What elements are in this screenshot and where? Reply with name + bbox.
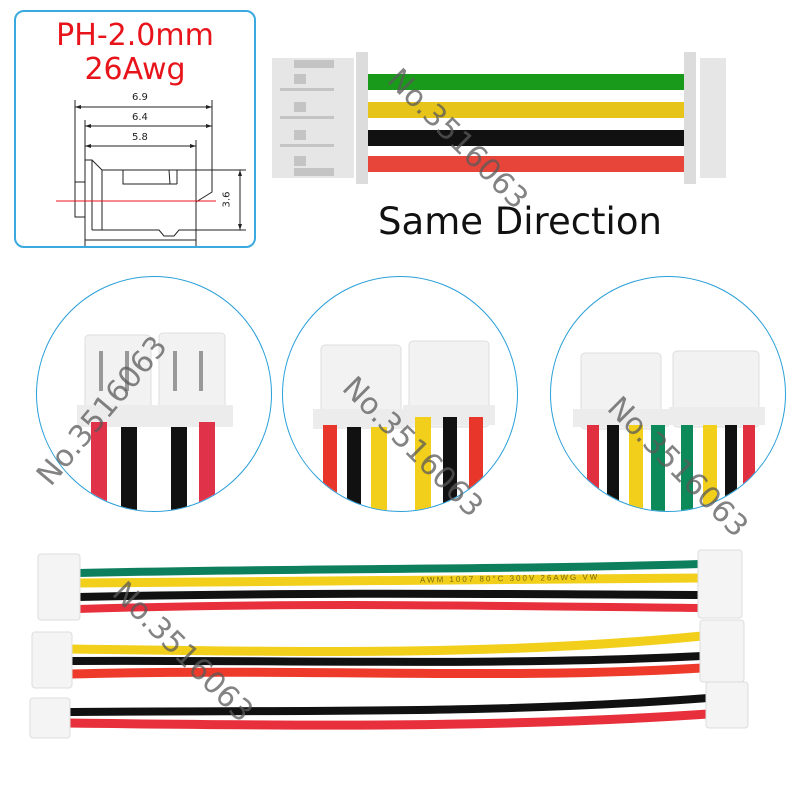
same-direction-diagram [272,52,726,184]
same-direction-label: Same Direction [378,200,662,243]
closeup-2-pin [36,276,272,512]
dimension-6-4: 6.4 [132,112,148,123]
cable-assemblies [29,549,749,739]
closeup-4-pin [550,276,786,512]
spec-card: PH-2.0mm 26Awg [14,10,256,248]
dimension-3-6: 3.6 [221,191,233,208]
closeup-3-pin [282,276,518,512]
dimension-drawing [56,100,246,246]
dimension-5-8: 5.8 [132,132,148,143]
dimension-6-9: 6.9 [132,92,148,103]
wire-gauge-label: 26Awg [84,52,186,87]
cable-4-pin [37,549,743,621]
connector-pitch-label: PH-2.0mm [56,18,214,53]
cable-3-pin [31,619,745,689]
cable-2-pin [29,681,749,739]
